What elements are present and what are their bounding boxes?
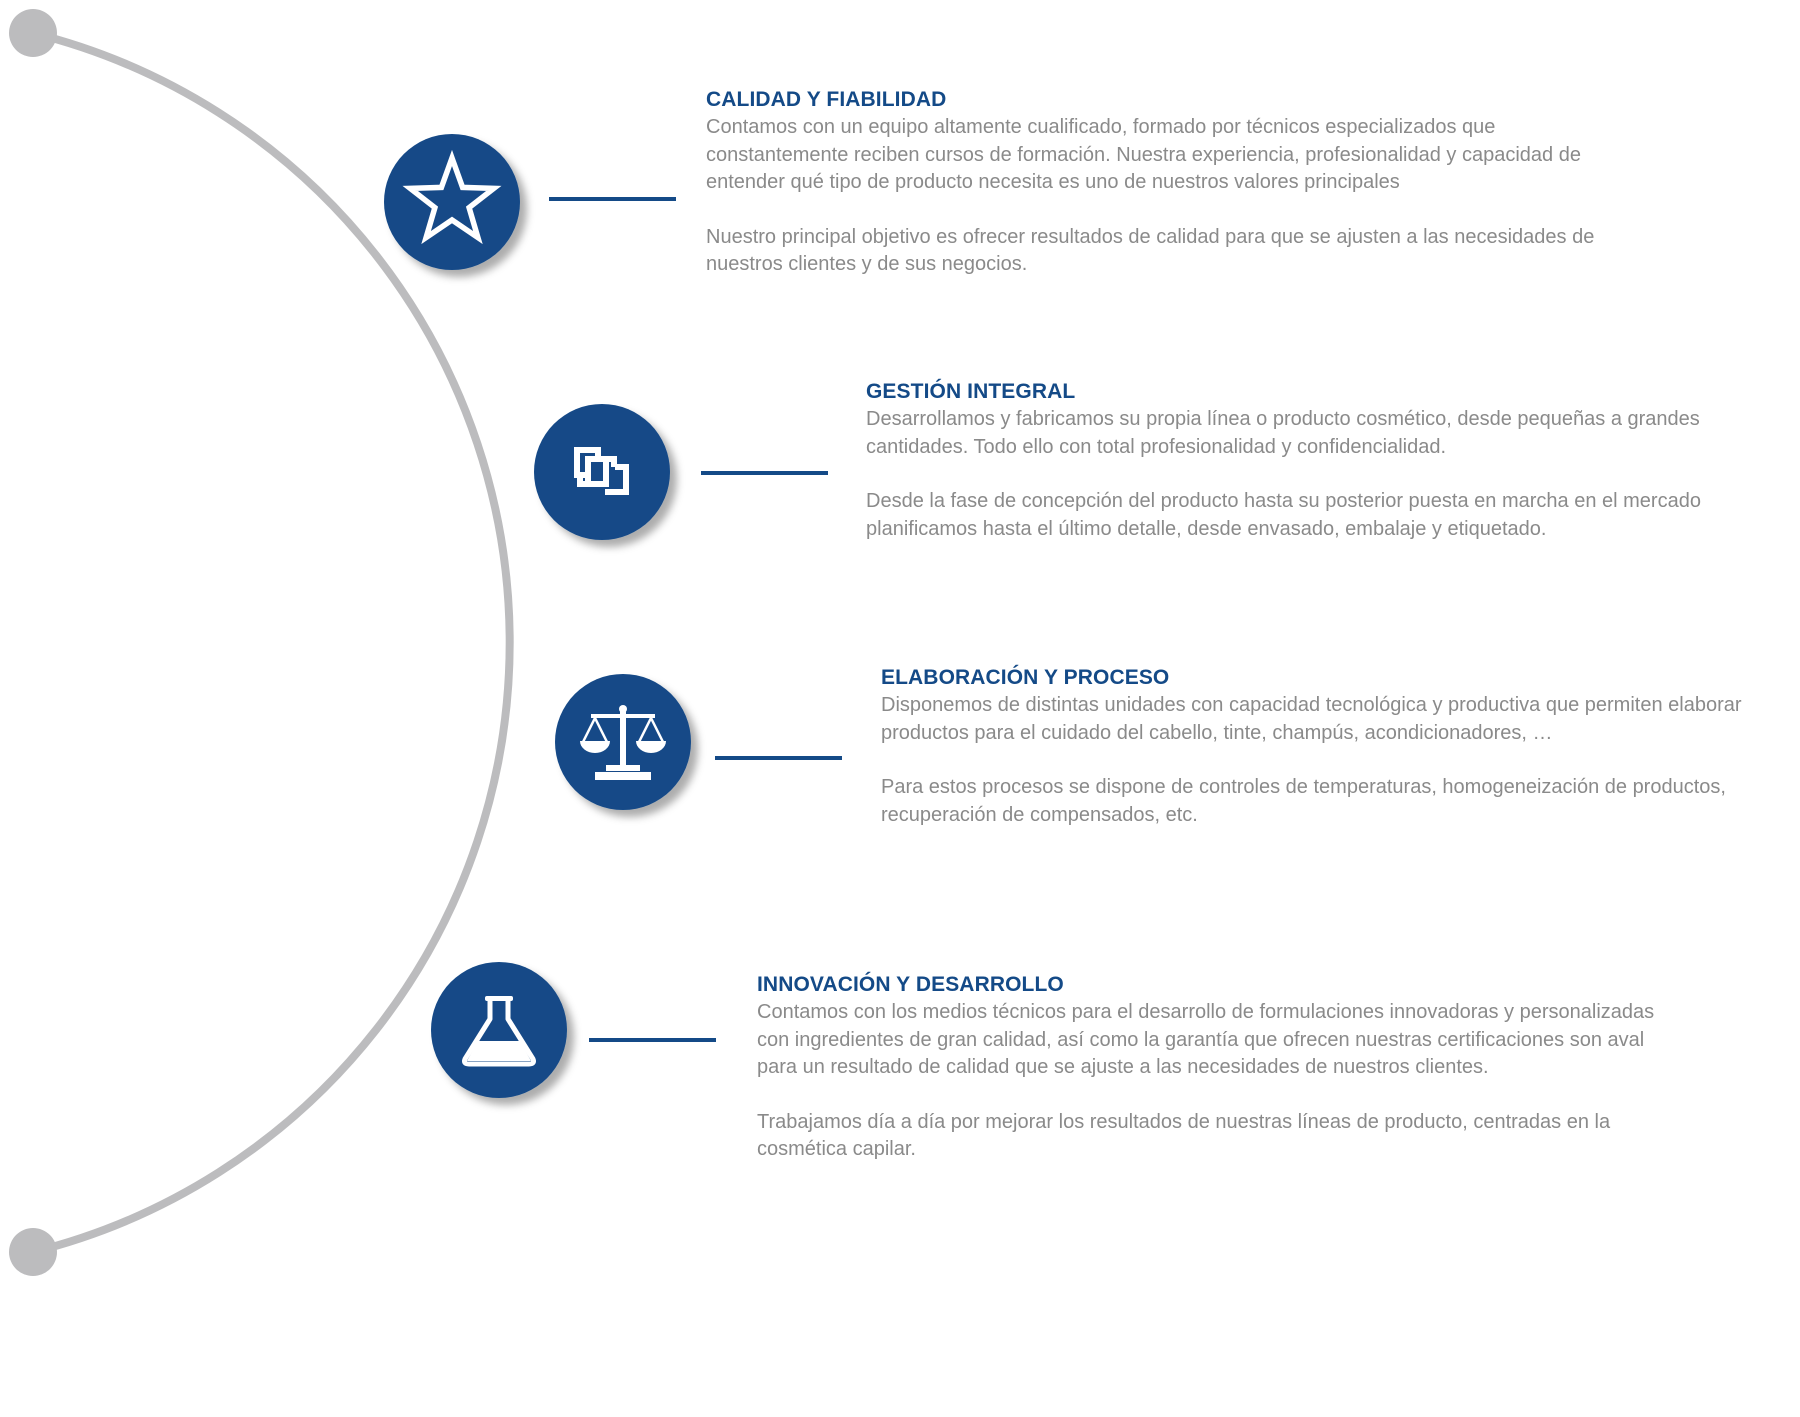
star-icon bbox=[402, 149, 502, 245]
section-title: GESTIÓN INTEGRAL bbox=[866, 380, 1076, 403]
section-title: ELABORACIÓN Y PROCESO bbox=[881, 666, 1170, 689]
section-gestion: GESTIÓN INTEGRAL Desarrollamos y fabrica… bbox=[866, 378, 1766, 543]
section-calidad: CALIDAD Y FIABILIDAD Contamos con un equ… bbox=[706, 86, 1636, 279]
section-paragraph: Trabajamos día a día por mejorar los res… bbox=[757, 1110, 1611, 1161]
section-innovacion: INNOVACIÓN Y DESARROLLO Contamos con los… bbox=[757, 971, 1687, 1164]
flask-icon bbox=[462, 996, 536, 1067]
node-calidad bbox=[384, 134, 520, 270]
section-paragraph: Nuestro principal objetivo es ofrecer re… bbox=[706, 225, 1595, 276]
arc-start-dot bbox=[9, 9, 57, 57]
section-paragraph: Contamos con los medios técnicos para el… bbox=[757, 1001, 1655, 1078]
section-paragraph: Para estos procesos se dispone de contro… bbox=[881, 776, 1726, 826]
section-title: CALIDAD Y FIABILIDAD bbox=[706, 88, 947, 111]
section-paragraph: Desde la fase de concepción del producto… bbox=[866, 490, 1701, 540]
section-paragraph: Contamos con un equipo altamente cualifi… bbox=[706, 116, 1581, 193]
section-paragraph: Disponemos de distintas unidades con cap… bbox=[881, 694, 1742, 744]
node-gestion bbox=[534, 404, 670, 540]
balance-scale-icon bbox=[580, 705, 666, 780]
section-elaboracion: ELABORACIÓN Y PROCESO Disponemos de dist… bbox=[881, 664, 1791, 829]
section-title: INNOVACIÓN Y DESARROLLO bbox=[757, 973, 1064, 996]
section-paragraph: Desarrollamos y fabricamos su propia lín… bbox=[866, 408, 1700, 458]
interlocking-squares-icon bbox=[574, 447, 629, 495]
arc-end-dot bbox=[9, 1228, 57, 1276]
node-innovacion bbox=[431, 962, 567, 1098]
node-elaboracion bbox=[555, 674, 691, 810]
timeline-arc bbox=[32, 29, 514, 1256]
